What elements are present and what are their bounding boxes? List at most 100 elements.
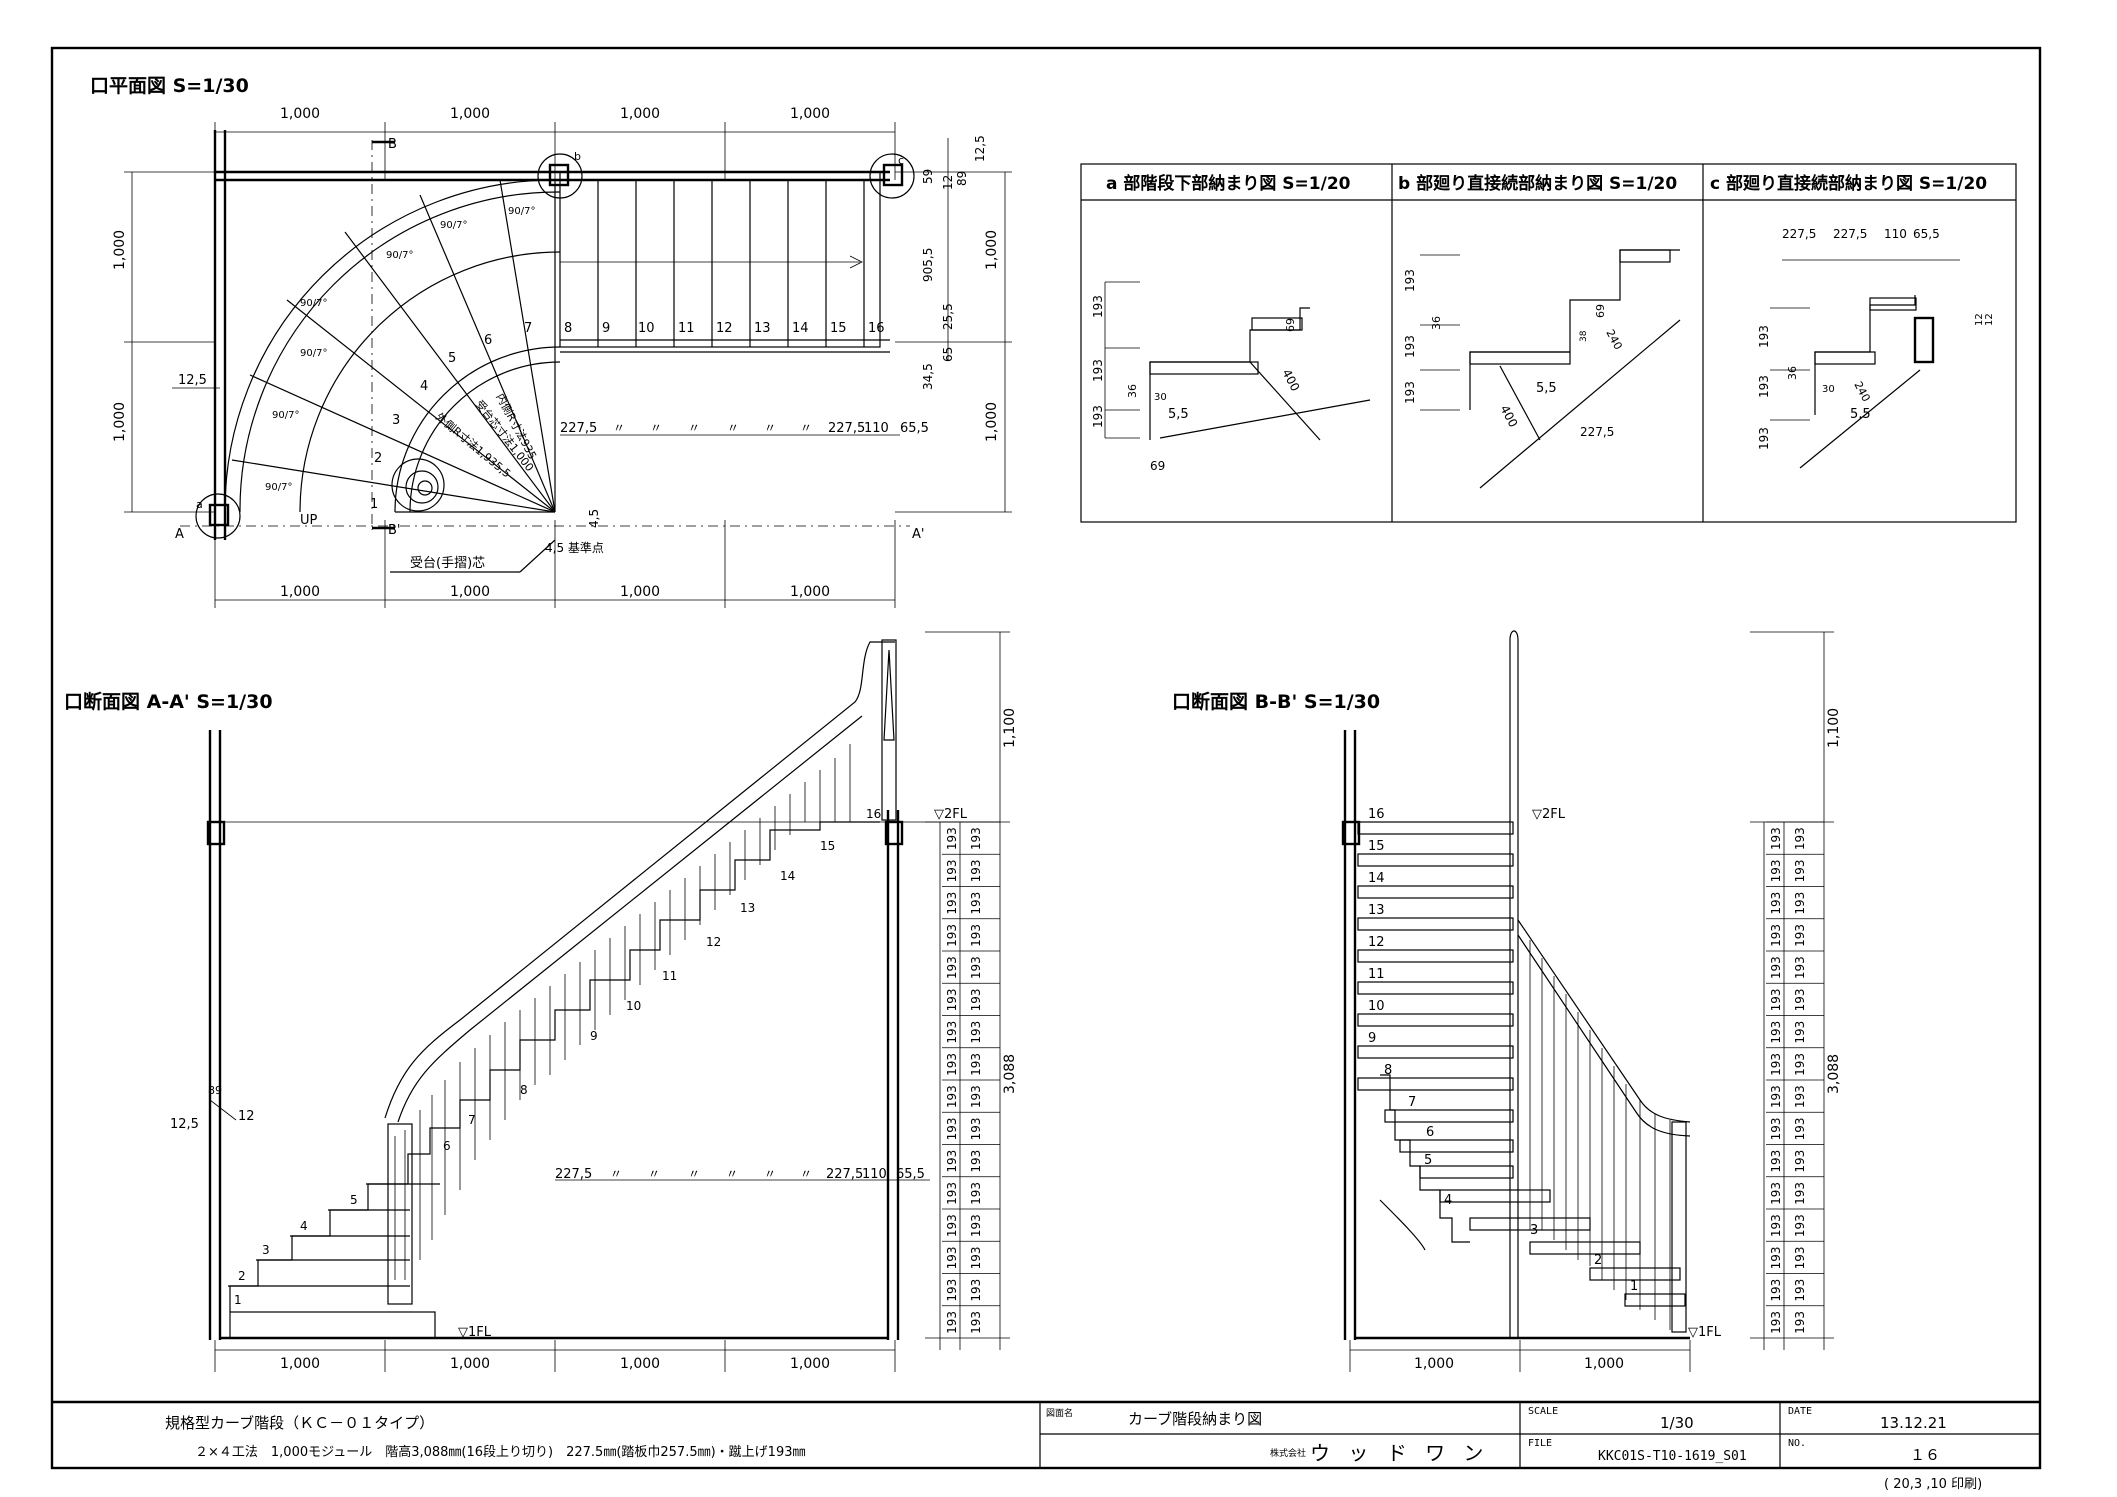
detail-b-193-1: 193 <box>1403 269 1417 292</box>
sectionA-riser-label-0-9: 193 <box>945 1085 959 1108</box>
sectionA-riser-label-1-6: 193 <box>969 988 983 1011</box>
plan-step-2: 2 <box>374 451 382 466</box>
sectionB-riser-label-0-14: 193 <box>1769 1246 1783 1269</box>
sectionB-riser-label-0-3: 193 <box>1769 892 1783 915</box>
section-b-view: 口断面図 B-B' S=1/30 <box>1172 630 1842 1372</box>
plan-up-label: UP <box>300 513 318 528</box>
detail-c-30: 30 <box>1822 384 1835 395</box>
plan-winder-angle-4: 90/7° <box>300 298 327 309</box>
section-a-handrail <box>384 641 895 1119</box>
sectionB-riser-label-0-16: 193 <box>1769 1311 1783 1334</box>
sectionA-riser-label-1-9: 193 <box>969 1085 983 1108</box>
plan-radius-outer: 外側R寸法1,935,5 <box>433 410 514 481</box>
plan-tread-5: 〃 <box>764 421 776 435</box>
sectionA-riser-label-1-4: 193 <box>969 924 983 947</box>
plan-tread-2: 〃 <box>650 421 662 435</box>
sectionB-riser-label-1-7: 193 <box>1793 1021 1807 1044</box>
tb-no: １６ <box>1910 1446 1940 1464</box>
detail-c-110: 110 <box>1884 227 1907 241</box>
section-a-step-14: 14 <box>780 869 795 883</box>
plan-step-8: 8 <box>564 321 572 336</box>
sectionB-riser-label-0-12: 193 <box>1769 1182 1783 1205</box>
section-a-step-4: 4 <box>300 1219 308 1233</box>
sectionA-riser-label-0-6: 193 <box>945 988 959 1011</box>
plan-left-small: 12,5 <box>178 373 207 388</box>
detail-b-36: 36 <box>1430 316 1443 330</box>
plan-right-25: 25,5 <box>941 303 955 330</box>
section-mark-a-prime: A' <box>912 527 924 542</box>
section-b-title: 口断面図 B-B' S=1/30 <box>1172 690 1380 713</box>
section-a-step-6: 6 <box>443 1139 451 1153</box>
plan-tread-9: 65,5 <box>900 421 929 436</box>
section-a-tread-3: 〃 <box>688 1167 700 1181</box>
plan-dim-bottom-4: 1,000 <box>790 584 830 600</box>
detail-a-400: 400 <box>1279 367 1302 394</box>
section-a-tread-7: 227,5 <box>826 1167 863 1182</box>
title-block: 規格型カーブ階段（ＫＣ－０１タイプ） ２×４工法 1,000モジュール 階高3,… <box>52 1400 2040 1492</box>
tb-company-label: 株式会社 <box>1270 1447 1306 1459</box>
sectionA-riser-label-1-10: 193 <box>969 1117 983 1140</box>
plan-right-65: 65 <box>941 347 955 362</box>
plan-dim-45: 4,5 <box>587 509 601 528</box>
plan-tread-6: 〃 <box>800 421 812 435</box>
plan-dim-bottom-3: 1,000 <box>620 584 660 600</box>
section-b-step-1: 1 <box>1630 1279 1638 1294</box>
plan-step-3: 3 <box>392 413 400 428</box>
section-a-step-3: 3 <box>262 1243 270 1257</box>
plan-tread-7: 227,5 <box>828 421 865 436</box>
sectionB-riser-label-0-11: 193 <box>1769 1150 1783 1173</box>
section-b-step-6: 6 <box>1426 1125 1434 1140</box>
section-mark-b-prime: B' <box>388 523 401 538</box>
plan-dim-right-2: 1,000 <box>984 402 1000 442</box>
plan-tread-8: 110 <box>864 421 889 436</box>
tb-drawing-label: 図面名 <box>1046 1407 1073 1419</box>
plan-step-10: 10 <box>638 321 655 336</box>
section-a-tread-1: 〃 <box>610 1167 622 1181</box>
plan-step-11: 11 <box>678 321 695 336</box>
plan-straight-treads <box>597 180 865 347</box>
plan-dim-top-2: 1,000 <box>450 106 490 122</box>
section-a-step-8: 8 <box>520 1083 528 1097</box>
sectionA-riser-label-1-13: 193 <box>969 1214 983 1237</box>
section-a-dim-2: 1,000 <box>450 1356 490 1372</box>
plan-right-12-5: 12,5 <box>973 135 987 162</box>
detail-a-69b: 69 <box>1150 459 1165 473</box>
section-a-dim-1: 1,000 <box>280 1356 320 1372</box>
detail-c-12b: 12 <box>1984 313 1995 326</box>
section-a-tread-9: 65,5 <box>896 1167 925 1182</box>
detail-c-227-5-a: 227,5 <box>1782 227 1816 241</box>
sectionB-riser-label-1-9: 193 <box>1793 1085 1807 1108</box>
sectionB-riser-label-0-6: 193 <box>1769 988 1783 1011</box>
plan-right-905: 905,5 <box>921 248 935 282</box>
plan-dim-top-1: 1,000 <box>280 106 320 122</box>
tb-product: 規格型カーブ階段（ＫＣ－０１タイプ） <box>165 1414 434 1432</box>
plan-winder-angle-6: 90/7° <box>440 220 467 231</box>
sectionA-riser-label-1-2: 193 <box>969 859 983 882</box>
sectionB-riser-label-0-7: 193 <box>1769 1021 1783 1044</box>
detail-b-69: 69 <box>1594 304 1607 318</box>
sectionB-riser-label-1-13: 193 <box>1793 1214 1807 1237</box>
sectionB-riser-label-1-3: 193 <box>1793 892 1807 915</box>
section-a-step-12: 12 <box>706 935 721 949</box>
sectionB-riser-label-1-14: 193 <box>1793 1246 1807 1269</box>
callout-a <box>195 493 241 539</box>
sectionB-riser-label-1-1: 193 <box>1793 827 1807 850</box>
plan-tread-1: 〃 <box>613 421 625 435</box>
section-a-title: 口断面図 A-A' S=1/30 <box>64 690 273 713</box>
tb-spec: ２×４工法 1,000モジュール 階高3,088㎜(16段上り切り) 227.5… <box>195 1444 806 1460</box>
sectionA-riser-label-1-7: 193 <box>969 1021 983 1044</box>
plan-title: 口平面図 S=1/30 <box>90 75 249 97</box>
section-b-step-10: 10 <box>1368 999 1385 1014</box>
section-a-height-total: 3,088 <box>1002 1054 1018 1094</box>
sectionA-riser-label-0-2: 193 <box>945 859 959 882</box>
sectionA-riser-label-1-1: 193 <box>969 827 983 850</box>
detail-c-drawing: 227,5 227,5 110 65,5 193 36 193 193 240 … <box>1757 227 1995 469</box>
sectionB-riser-label-1-4: 193 <box>1793 924 1807 947</box>
plan-winder-angle-2: 90/7° <box>272 410 299 421</box>
tb-no-label: NO. <box>1788 1438 1806 1449</box>
section-a-step-1: 1 <box>234 1293 242 1307</box>
section-b-step-16: 16 <box>1368 807 1385 822</box>
detail-c-227-5-b: 227,5 <box>1833 227 1867 241</box>
detail-a-30: 30 <box>1154 392 1167 403</box>
tb-date-label: DATE <box>1788 1406 1812 1417</box>
